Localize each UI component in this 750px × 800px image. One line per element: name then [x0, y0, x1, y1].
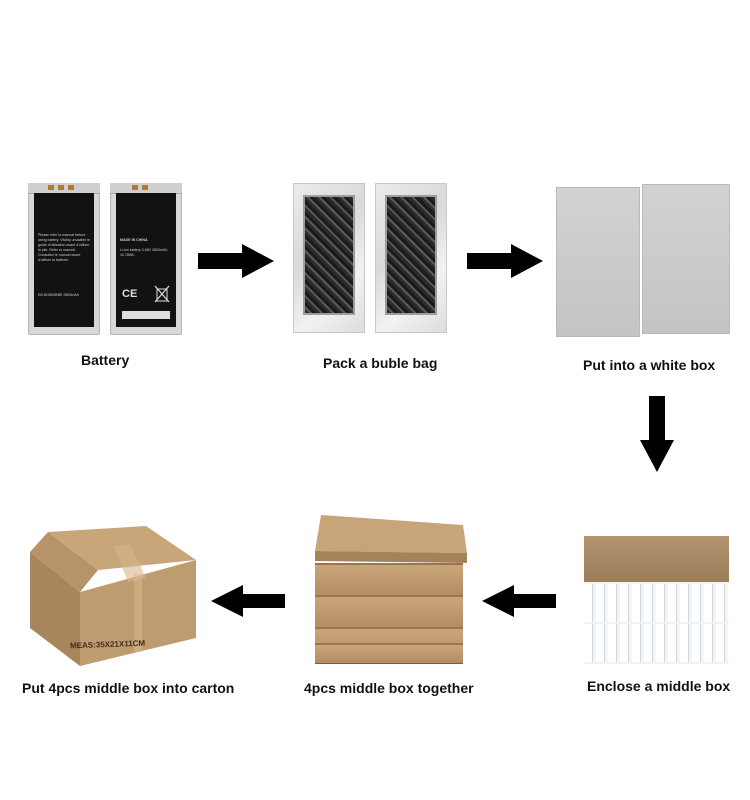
arrow-right-icon — [198, 244, 274, 278]
arrow-left-icon — [482, 585, 556, 617]
stacked-boxes-image — [311, 515, 467, 663]
arrow-left-icon — [211, 585, 285, 617]
battery-back: Please refer to manual before using batt… — [28, 183, 100, 335]
carton-image: MEAS:35X21X11CM — [28, 526, 198, 666]
step-middle-box-label: Enclose a middle box — [587, 678, 730, 694]
battery-front: MADE IN CHINA Li-ion battery 3.85V 2800m… — [110, 183, 182, 335]
step-together-label: 4pcs middle box together — [304, 680, 474, 696]
battery-image: Please refer to manual before using batt… — [28, 183, 184, 335]
middle-box-image — [584, 536, 729, 664]
step-bubble-bag-label: Pack a buble bag — [323, 355, 437, 371]
step-carton-label: Put 4pcs middle box into carton — [22, 680, 234, 696]
arrow-right-icon — [467, 244, 543, 278]
made-in-text: MADE IN CHINA — [120, 238, 172, 243]
bubble-bag-image — [293, 183, 457, 335]
step-white-box-label: Put into a white box — [583, 357, 715, 373]
ce-mark: CE — [122, 288, 137, 300]
step-battery-label: Battery — [81, 352, 129, 368]
recycle-bin-icon — [154, 285, 170, 303]
white-box-image — [556, 184, 730, 340]
arrow-down-icon — [640, 396, 674, 472]
